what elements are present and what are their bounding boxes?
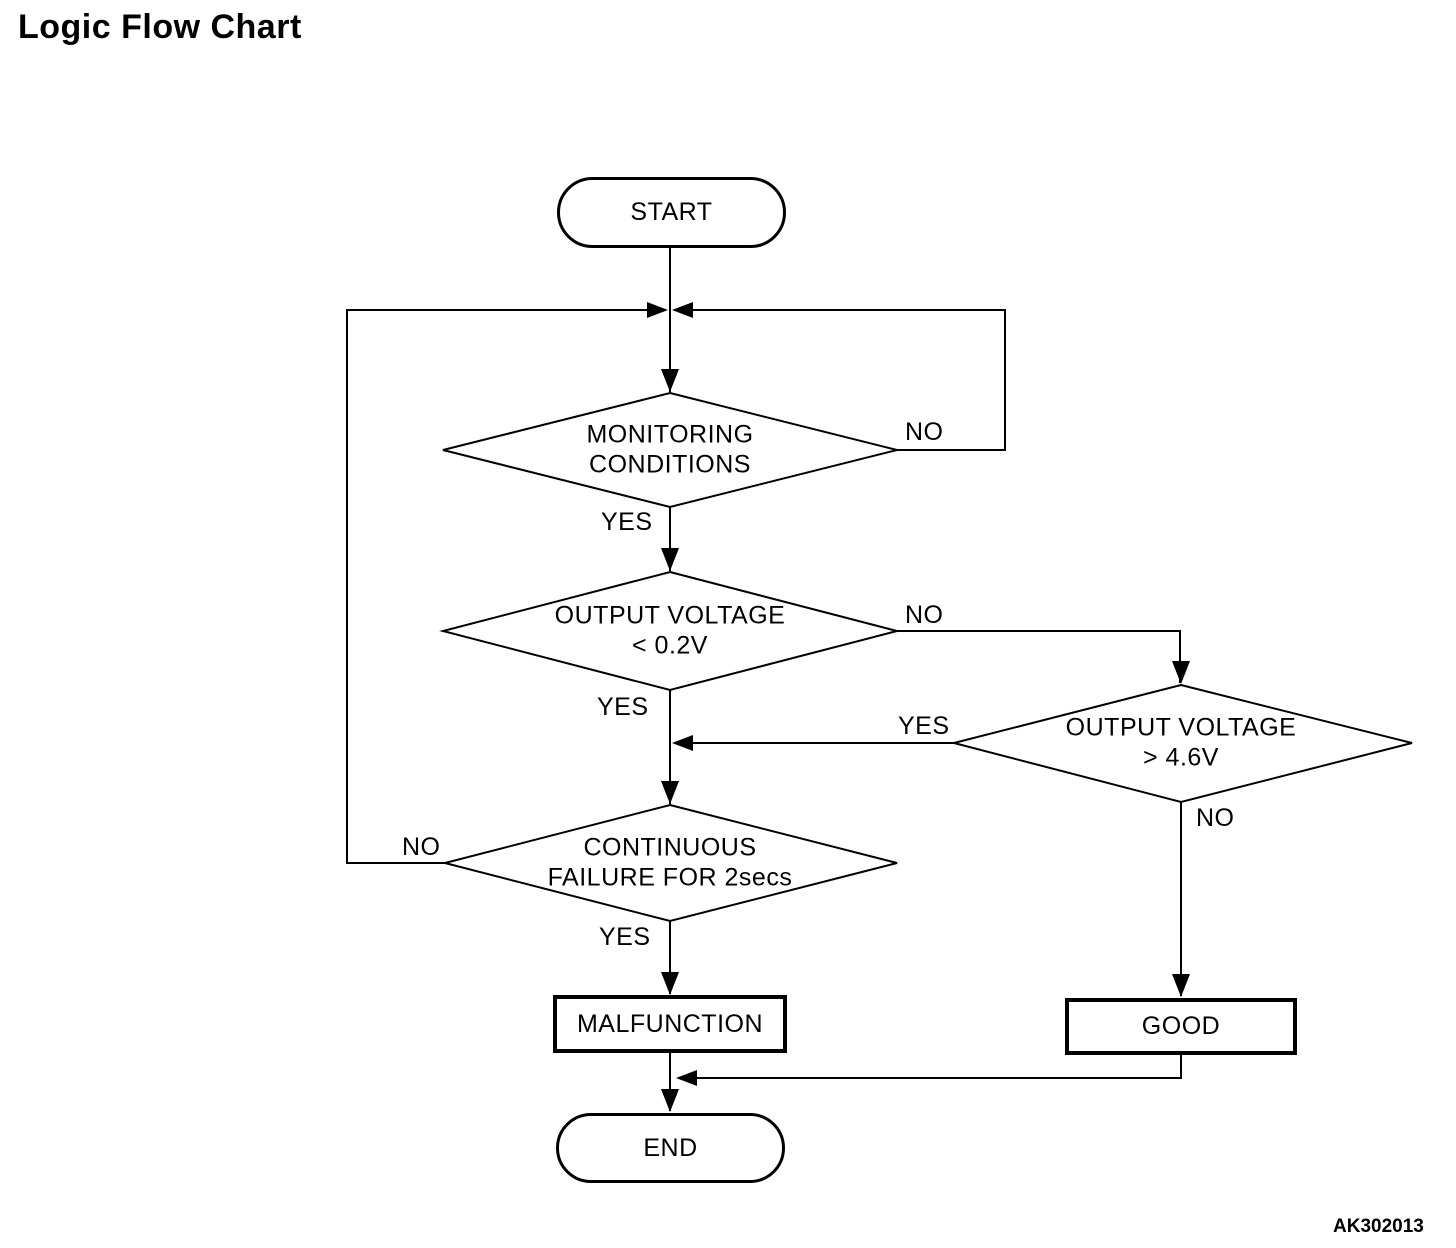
- page-title: Logic Flow Chart: [18, 8, 302, 46]
- edge-label-output-high-yes: YES: [898, 712, 950, 740]
- arrowhead-left-loop-junction: [647, 302, 668, 318]
- malfunction-process-box: MALFUNCTION: [553, 995, 787, 1053]
- arrowhead-outputhigh-yes-join: [672, 735, 693, 751]
- output-voltage-high-decision-diamond: [953, 683, 1413, 804]
- arrowhead-into-continuous: [661, 781, 679, 804]
- arrowhead-good-merge: [676, 1070, 697, 1086]
- connector-outputlow-no: [897, 630, 1181, 683]
- arrowhead-into-output-high: [1172, 661, 1190, 684]
- continuous-failure-label: CONTINUOUS FAILURE FOR 2secs: [547, 833, 793, 892]
- connector-monitoring-no-loop: [690, 309, 1006, 451]
- start-terminator: START: [557, 177, 786, 248]
- continuous-failure-decision-diamond: [444, 803, 898, 923]
- connector-good-to-end: [694, 1055, 1182, 1079]
- monitoring-conditions-label: MONITORING CONDITIONS: [586, 420, 754, 479]
- end-label: END: [643, 1133, 698, 1162]
- output-voltage-high-label: OUTPUT VOLTAGE > 4.6V: [1065, 713, 1297, 772]
- edge-label-continuous-yes: YES: [599, 923, 651, 951]
- end-terminator: END: [556, 1113, 785, 1183]
- good-label: GOOD: [1141, 1012, 1221, 1040]
- edge-label-continuous-no: NO: [402, 833, 441, 861]
- output-voltage-low-label: OUTPUT VOLTAGE < 0.2V: [554, 601, 786, 660]
- connector-continuous-no-loop: [346, 309, 650, 864]
- edge-label-monitoring-yes: YES: [601, 508, 653, 536]
- output-voltage-low-decision-diamond: [439, 570, 901, 692]
- arrowhead-into-monitoring: [661, 369, 679, 392]
- start-label: START: [630, 198, 713, 226]
- figure-code: AK302013: [1333, 1216, 1424, 1237]
- edge-label-output-low-yes: YES: [597, 693, 649, 721]
- edge-label-output-low-no: NO: [905, 601, 944, 629]
- arrowhead-into-output-low: [661, 548, 679, 571]
- arrowhead-into-end: [661, 1089, 679, 1112]
- arrowhead-into-good: [1172, 974, 1190, 997]
- good-process-box: GOOD: [1065, 998, 1297, 1055]
- arrowhead-into-malfunction: [661, 972, 679, 995]
- monitoring-decision-diamond: [442, 391, 898, 509]
- edge-label-monitoring-no: NO: [905, 418, 944, 446]
- edge-label-output-high-no: NO: [1196, 804, 1235, 832]
- arrowhead-right-loop-junction: [672, 302, 693, 318]
- malfunction-label: MALFUNCTION: [576, 1009, 764, 1038]
